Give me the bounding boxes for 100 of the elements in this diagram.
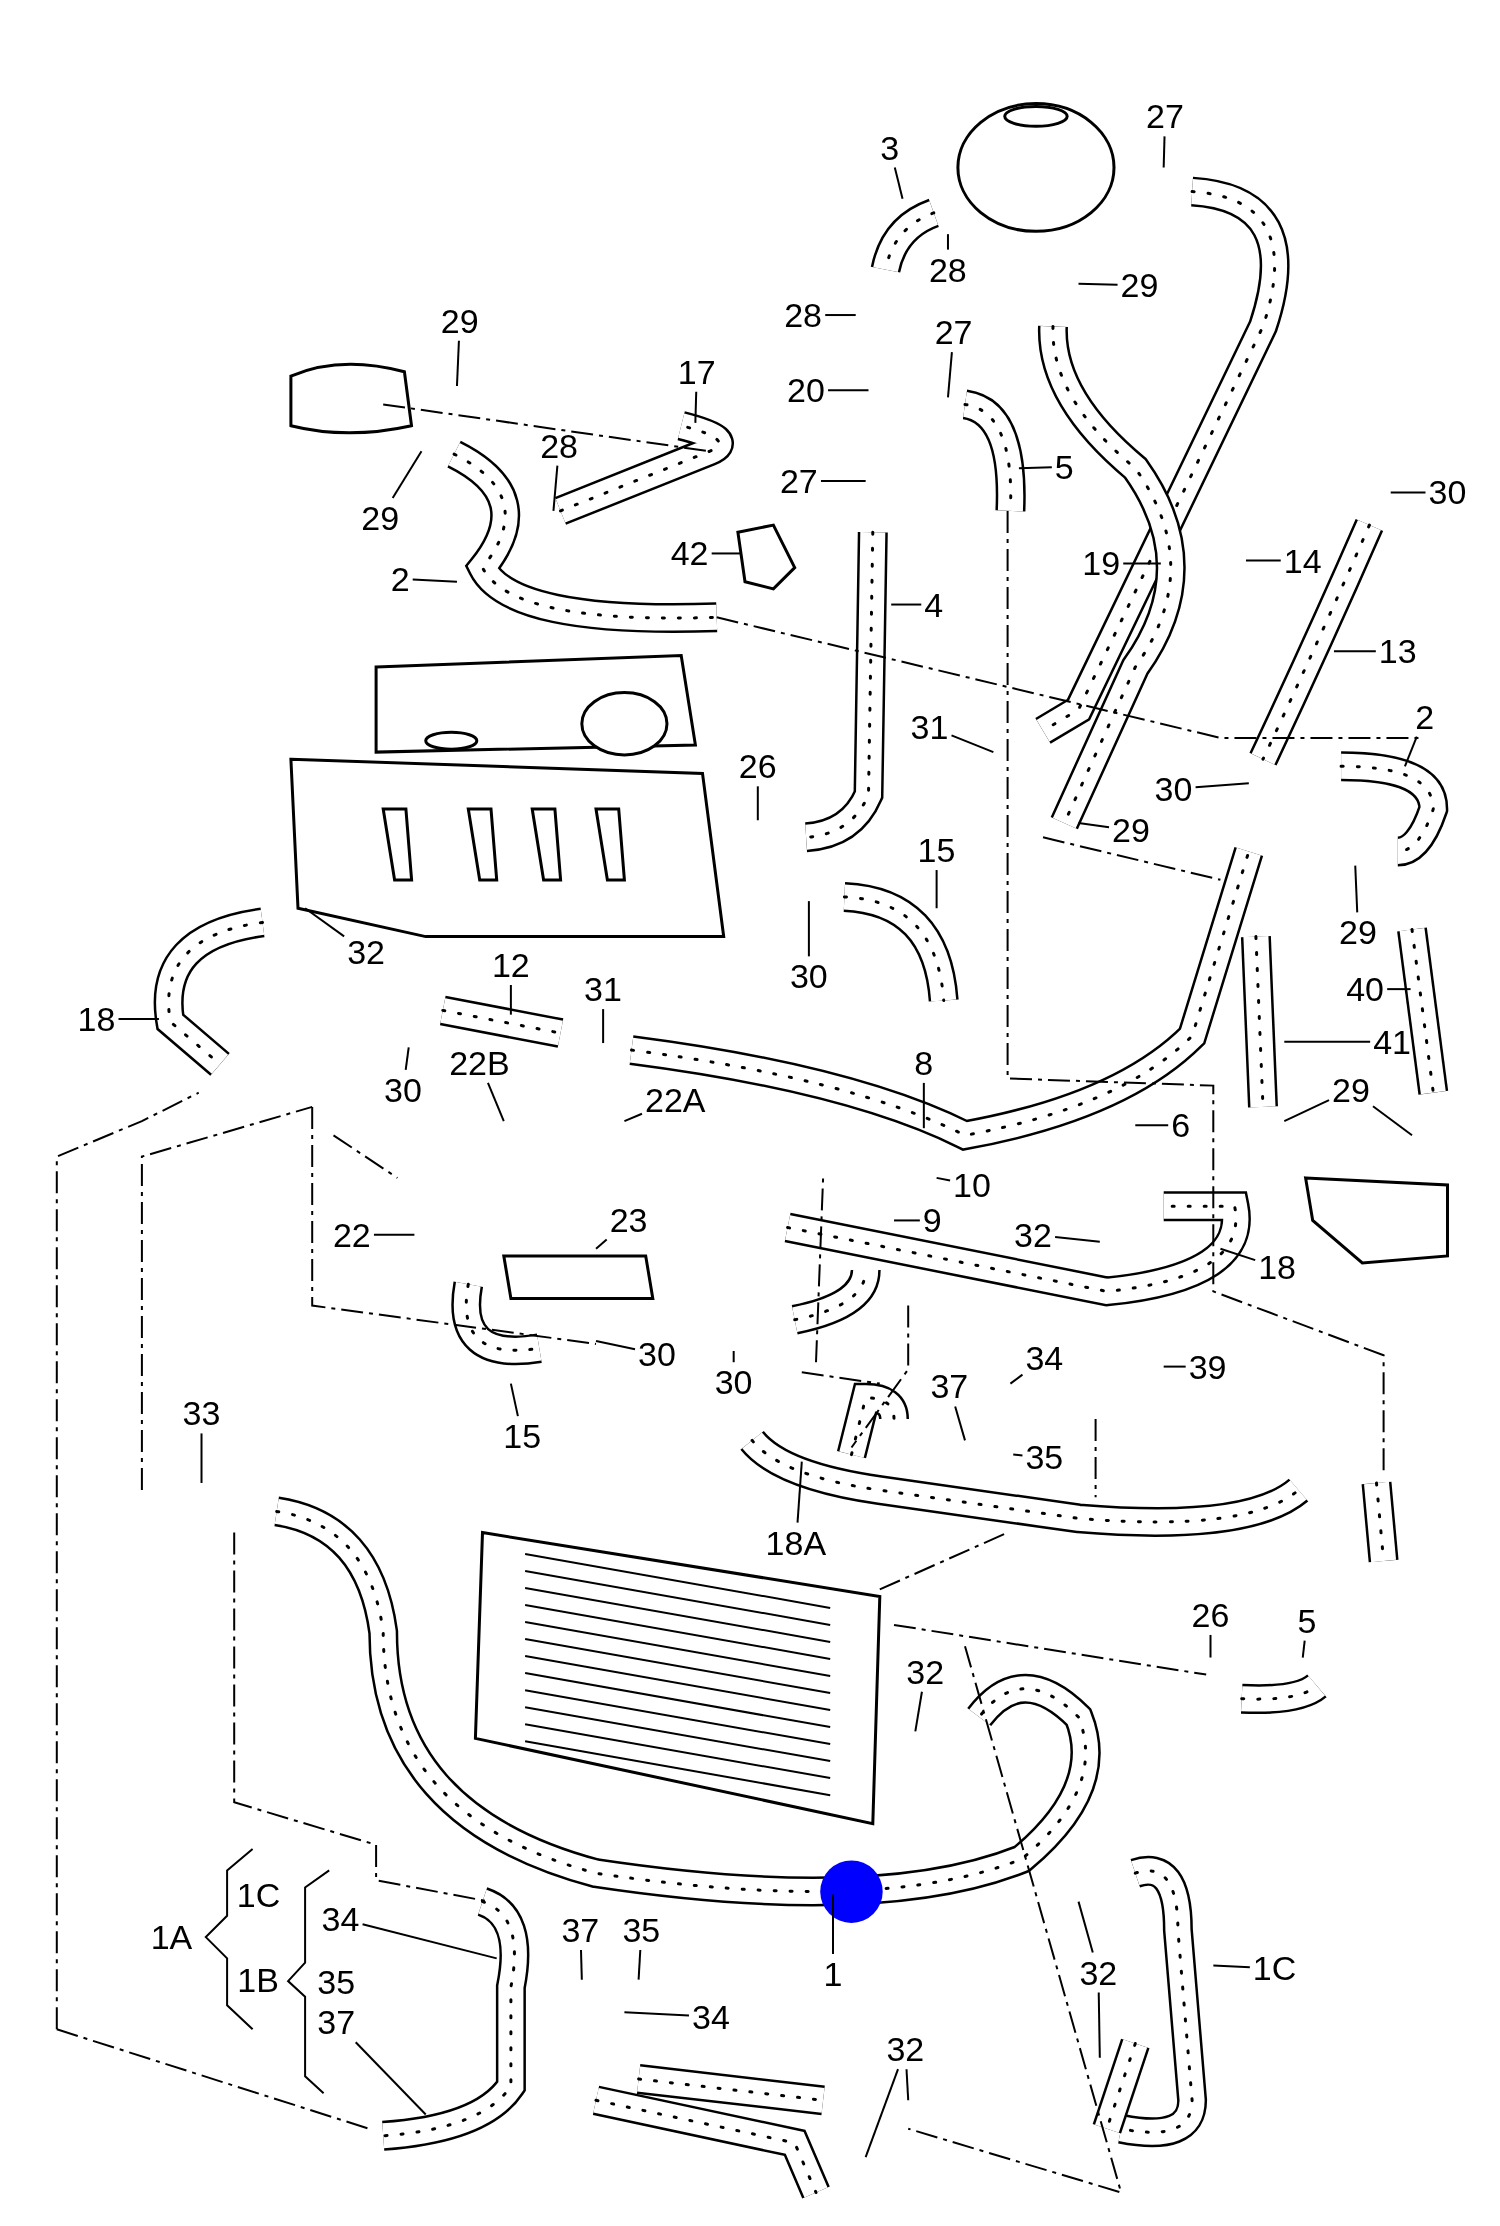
leader-line [893, 1219, 921, 1222]
callout-number: 30 [383, 1071, 423, 1108]
leader-line [954, 1405, 966, 1442]
callout-number: 37 [316, 2004, 357, 2041]
leader-line [1245, 559, 1282, 562]
leader-line [602, 1008, 605, 1045]
callout-number: 31 [909, 708, 950, 745]
leader-line [1209, 1633, 1212, 1659]
leader-line [807, 900, 810, 958]
leader-line [1134, 1124, 1170, 1127]
leader-line [200, 1432, 203, 1484]
callout-number: 37 [560, 1912, 601, 1948]
leader-line [1372, 1105, 1413, 1137]
callout-number: 30 [1427, 474, 1468, 511]
callout-number: 18 [1257, 1249, 1297, 1286]
leader-line [756, 785, 759, 822]
callout-number: 26 [737, 748, 778, 785]
leader-line [935, 869, 938, 910]
callout-number: 40 [1345, 971, 1385, 1008]
callout-number: 17 [676, 353, 717, 390]
leader-line [890, 603, 923, 606]
callout-number: 15 [916, 832, 957, 869]
callout-number: 15 [502, 1418, 543, 1455]
callout-number: 29 [360, 499, 401, 536]
leader-line [1403, 735, 1418, 768]
leader-line [1017, 466, 1053, 470]
callout-number: 1 [822, 1955, 844, 1992]
leader-line [354, 2041, 427, 2116]
callout-number: 22B [448, 1044, 511, 1081]
callout-number: 35 [1024, 1439, 1065, 1476]
callout-number: 26 [1190, 1596, 1231, 1633]
leader-line [372, 1233, 416, 1236]
callout-number: 13 [1377, 633, 1418, 670]
callout-number: 37 [929, 1368, 970, 1405]
leader-line [819, 480, 867, 483]
leader-line [1162, 1365, 1187, 1368]
callout-number: 1C [1251, 1950, 1298, 1987]
leader-line [623, 2011, 690, 2017]
callout-number: 10 [952, 1166, 992, 1203]
leader-line [1283, 1040, 1372, 1043]
leader-line [864, 2068, 899, 2159]
callout-number: 34 [690, 1998, 731, 2035]
callout-number: 42 [669, 535, 710, 572]
leader-line [710, 552, 742, 555]
leader-line [1009, 1373, 1024, 1385]
leader-line [1194, 782, 1250, 789]
leader-line [1054, 1235, 1101, 1243]
callout-number: 23 [608, 1202, 649, 1239]
callout-number: 20 [786, 372, 826, 409]
leader-line [595, 1340, 637, 1351]
callout-number: 29 [1331, 1071, 1371, 1108]
callout-number: 41 [1372, 1023, 1412, 1060]
leader-line [391, 450, 423, 499]
callout-number: 1B [236, 1961, 280, 1998]
callout-number: 30 [637, 1335, 677, 1372]
callout-number: 29 [1111, 812, 1151, 849]
callout-number: 18A [764, 1524, 828, 1561]
callout-number: 18 [76, 1000, 117, 1037]
leader-line [1332, 650, 1377, 653]
callout-number: 30 [713, 1364, 754, 1401]
callout-number: 27 [933, 314, 974, 351]
callout-number: 35 [316, 1964, 357, 2001]
callout-number: 32 [885, 2031, 926, 2068]
callout-number: 4 [923, 586, 945, 623]
leader-line [1386, 988, 1412, 991]
callout-number: 31 [583, 971, 623, 1008]
leader-line [950, 734, 995, 754]
leader-line [1301, 1639, 1306, 1659]
leader-line [832, 1893, 834, 1955]
callout-number: 32 [1078, 1954, 1119, 1991]
callout-number: 28 [927, 251, 968, 288]
leader-line [509, 1382, 519, 1418]
callout-number: 30 [788, 958, 829, 995]
callout-number: 19 [1081, 545, 1122, 582]
callout-number: 1C [235, 1876, 282, 1913]
leader-line [824, 314, 857, 317]
callout-number: 1A [149, 1919, 194, 1956]
leader-line [1219, 1247, 1257, 1262]
leader-line [486, 1081, 505, 1123]
callout-number: 12 [490, 947, 531, 983]
callout-number: 39 [1187, 1348, 1228, 1385]
leader-line [1283, 1099, 1330, 1123]
callout-number: 32 [346, 934, 386, 971]
leader-line [552, 464, 559, 512]
leader-line [404, 1046, 410, 1071]
callout-number: 22 [331, 1216, 372, 1253]
leader-line [1097, 1991, 1101, 2059]
callout-number: 28 [539, 427, 579, 464]
leader-line [304, 907, 346, 938]
leader-line [935, 1176, 952, 1182]
callout-number: 5 [1296, 1602, 1318, 1639]
leader-line [117, 1017, 160, 1020]
callout-number: 29 [1338, 914, 1378, 951]
leader-line [361, 1923, 498, 1960]
callout-number: 9 [921, 1202, 943, 1239]
callout-number: 32 [1013, 1216, 1053, 1253]
leader-line [1389, 491, 1427, 494]
leader-line [1122, 562, 1162, 565]
leader-line [411, 578, 458, 583]
leader-line [827, 389, 870, 392]
